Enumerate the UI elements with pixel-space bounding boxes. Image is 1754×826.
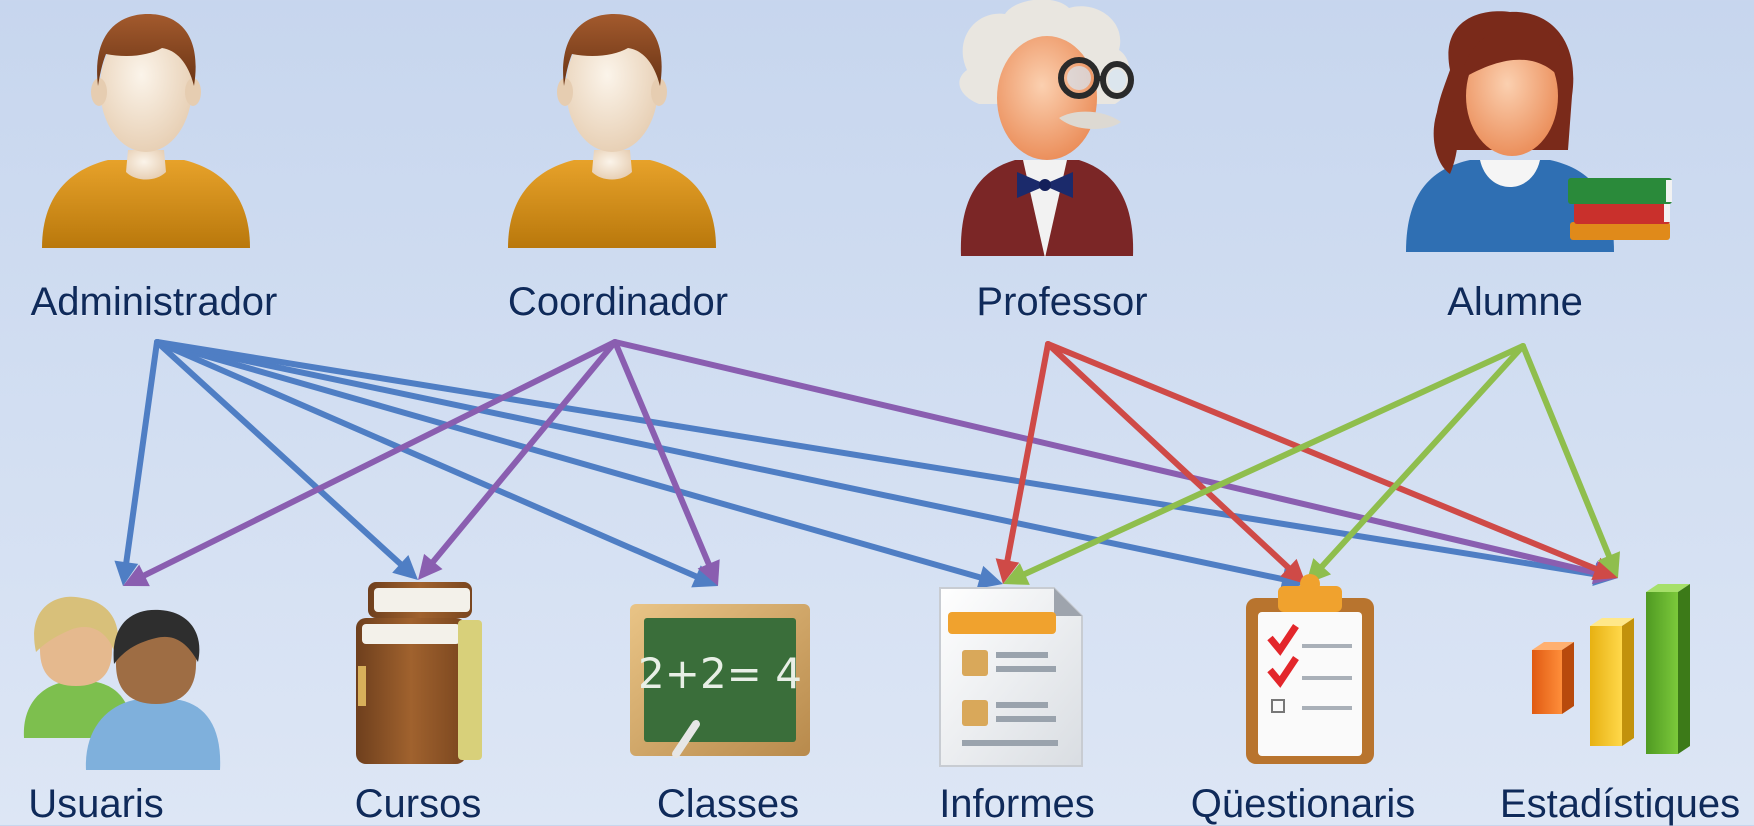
arrow-professor-estadistiques bbox=[1045, 341, 1599, 572]
arrowhead-administrador-usuaris bbox=[114, 560, 139, 586]
arrow-coordinador-estadistiques bbox=[612, 339, 1598, 576]
arrow-alumne-questionaris bbox=[1319, 343, 1526, 570]
user-icon bbox=[42, 14, 250, 248]
arrow-administrador-informes bbox=[154, 339, 983, 581]
arrowhead-coordinador-usuaris bbox=[123, 564, 150, 587]
connection-arrows bbox=[114, 339, 1621, 591]
arrow-coordinador-classes bbox=[612, 339, 712, 567]
arrow-administrador-estadistiques bbox=[154, 339, 1598, 578]
role-label-professor: Professor bbox=[976, 280, 1148, 324]
student-icon bbox=[1406, 11, 1672, 252]
module-label-usuaris: Usuaris bbox=[28, 782, 164, 826]
arrowhead-administrador-informes bbox=[976, 565, 1003, 589]
arrowhead-alumne-estadistiques bbox=[1597, 551, 1621, 578]
arrow-administrador-usuaris bbox=[123, 339, 160, 566]
arrowhead-alumne-informes bbox=[1003, 563, 1030, 585]
user-icon bbox=[508, 14, 716, 248]
clipboard-icon bbox=[1246, 574, 1374, 764]
chalkboard-icon: 2+2= 4 bbox=[630, 604, 810, 758]
arrowhead-coordinador-classes bbox=[697, 559, 720, 586]
arrow-professor-informes bbox=[1004, 341, 1051, 564]
chalkboard-text: 2+2= 4 bbox=[638, 649, 802, 698]
arrowhead-coordinador-cursos bbox=[418, 553, 443, 580]
arrow-coordinador-usuaris bbox=[141, 339, 618, 579]
module-label-classes: Classes bbox=[656, 782, 800, 826]
module-label-questionaris: Qüestionaris bbox=[1190, 782, 1416, 826]
module-label-estadistiques: Estadístiques bbox=[1499, 782, 1741, 826]
bar-chart-icon bbox=[1532, 584, 1690, 754]
arrow-alumne-informes bbox=[1021, 343, 1526, 578]
module-label-cursos: Cursos bbox=[354, 782, 482, 826]
role-label-administrador: Administrador bbox=[30, 280, 278, 324]
arrow-administrador-cursos bbox=[154, 339, 404, 567]
arrowhead-administrador-cursos bbox=[392, 554, 418, 580]
books-icon bbox=[356, 582, 482, 764]
report-icon bbox=[939, 587, 1083, 767]
arrowhead-professor-informes bbox=[995, 558, 1020, 584]
professor-icon bbox=[959, 0, 1134, 258]
users-icon bbox=[23, 596, 221, 770]
role-label-coordinador: Coordinador bbox=[507, 280, 729, 324]
arrowhead-professor-estadistiques bbox=[1591, 557, 1618, 580]
arrow-professor-questionaris bbox=[1045, 341, 1292, 571]
arrow-alumne-estadistiques bbox=[1520, 343, 1612, 559]
arrow-administrador-classes bbox=[154, 339, 699, 580]
arrowhead-administrador-classes bbox=[691, 565, 718, 588]
arrowhead-professor-questionaris bbox=[1280, 558, 1306, 584]
role-label-alumne: Alumne bbox=[1447, 280, 1583, 324]
module-label-informes: Informes bbox=[939, 782, 1095, 826]
arrow-coordinador-cursos bbox=[430, 339, 618, 565]
